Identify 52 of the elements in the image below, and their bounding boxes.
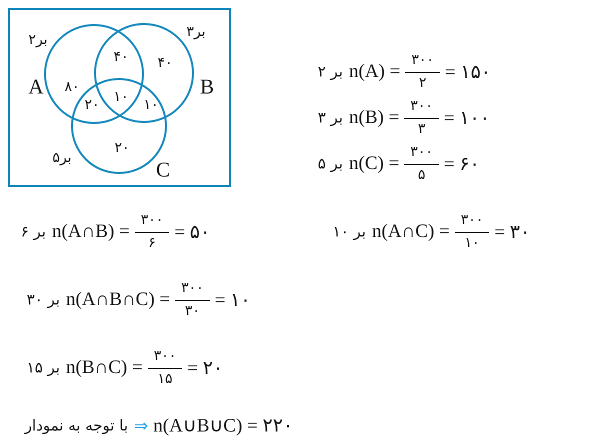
equation-text: n(A∩B) = [52,221,130,243]
fraction-numerator: ۳۰۰ [134,212,170,232]
fraction-numerator: ۳۰۰ [405,52,440,72]
fraction-numerator: ۳۰۰ [404,98,439,118]
equation-text: = ۳۰ [494,220,530,244]
region-label: بر۳ [186,25,206,39]
region-count: ۴۰ [157,56,173,70]
equation-text: = ۲۰ [187,356,224,380]
equation-text: n(A∩B∩C) = [66,289,170,311]
equation-note: بر ۳۰ [26,292,60,308]
equation-text: n(A) = [349,61,400,83]
equation-note: بر ۱۵ [26,360,60,376]
fraction-numerator: ۳۰۰ [148,348,182,368]
fraction-numerator: ۳۰۰ [175,280,210,300]
equation-text: n(A∩C) = [372,221,450,243]
equation-text: = ۱۰ [214,288,251,312]
equation-note: بر ۲ [318,64,343,80]
fraction-numerator: ۳۰۰ [454,212,490,232]
equation-text: = ۱۰۰ [444,106,490,130]
equation-text: = ۵۰ [174,220,210,244]
equation-text: = ۶۰ [444,152,480,176]
fraction-denominator: ۳ [418,120,426,138]
equation-note: بر ۵ [318,156,343,172]
fraction-denominator: ۳۰ [184,302,200,320]
fraction-denominator: ۱۵ [157,370,172,388]
fraction-denominator: ۱۰ [464,234,480,252]
equation-note: بر ۱۰ [332,224,366,240]
region-count: ۱۰ [143,98,159,112]
region-count: ۲۰ [84,98,100,112]
set-letter: A [28,76,44,98]
equation-note: با توجه به نمودار [24,418,128,434]
region-label: بر۵ [52,151,72,165]
fraction-denominator: ۶ [148,234,156,252]
equation-text: n(A∪B∪C) = ۲۲۰ [153,414,294,438]
set-letter: B [200,76,214,98]
equation-text: n(C) = [349,153,400,175]
set-letter: C [156,160,170,180]
region-count: ۴۰ [113,50,129,64]
region-count: ۲۰ [114,141,130,155]
region-count: ۸۰ [64,80,80,94]
fraction-numerator: ۳۰۰ [404,144,439,164]
fraction-denominator: ۲ [418,74,426,92]
region-count: ۱۰ [113,90,129,104]
equation-text: = ۱۵۰ [444,60,491,84]
equation-note: بر ۶ [20,224,46,240]
fraction-denominator: ۵ [418,166,426,184]
implies-symbol: ⇒ [134,416,148,436]
equation-note: بر ۳ [318,110,343,126]
equation-text: n(B) = [349,107,400,129]
universe-rectangle [8,8,231,187]
equation-text: n(B∩C) = [66,357,143,379]
region-label: بر۲ [28,33,48,47]
